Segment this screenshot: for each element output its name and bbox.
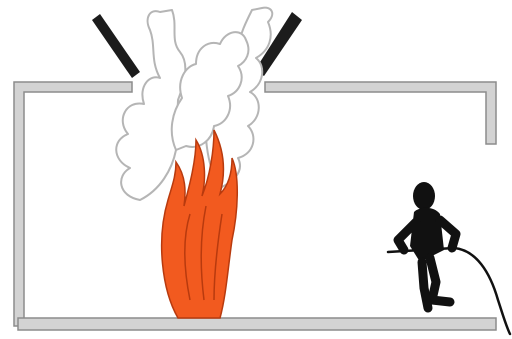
left-wall xyxy=(14,82,132,326)
firefighter xyxy=(398,182,456,308)
floor xyxy=(18,318,496,330)
right-wall xyxy=(265,82,496,144)
firefighter-leg-rear xyxy=(422,262,428,308)
roof-vent-left xyxy=(92,14,140,78)
firefighter-head xyxy=(413,182,435,210)
firefighter-leg-front xyxy=(430,258,450,302)
